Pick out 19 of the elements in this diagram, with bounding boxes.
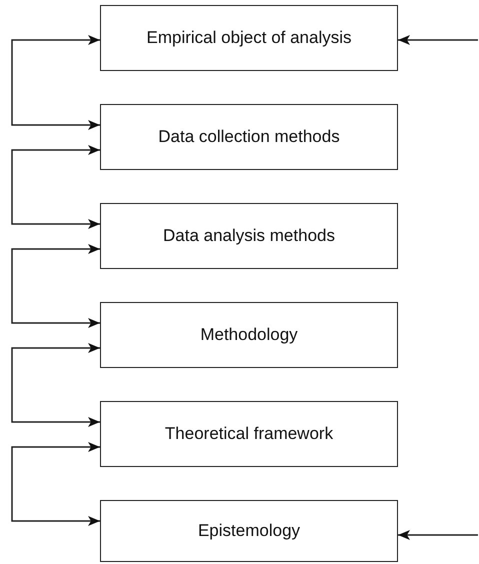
- arrow: [398, 530, 478, 540]
- box-label: Methodology: [200, 325, 298, 345]
- box-label: Data collection methods: [158, 127, 340, 147]
- process-box: [100, 401, 398, 467]
- arrow: [11, 442, 100, 526]
- process-box: [100, 5, 398, 71]
- arrow: [11, 244, 100, 328]
- box-label: Epistemology: [198, 521, 300, 541]
- box-label: Empirical object of analysis: [146, 28, 352, 48]
- arrow: [11, 145, 100, 229]
- arrow: [11, 343, 100, 427]
- box-label: Data analysis methods: [163, 226, 335, 246]
- arrow: [11, 35, 100, 130]
- box-label: Theoretical framework: [164, 424, 334, 444]
- process-box: [100, 500, 398, 562]
- arrow: [398, 35, 478, 45]
- process-box: [100, 203, 398, 269]
- process-box: [100, 104, 398, 170]
- process-box: [100, 302, 398, 368]
